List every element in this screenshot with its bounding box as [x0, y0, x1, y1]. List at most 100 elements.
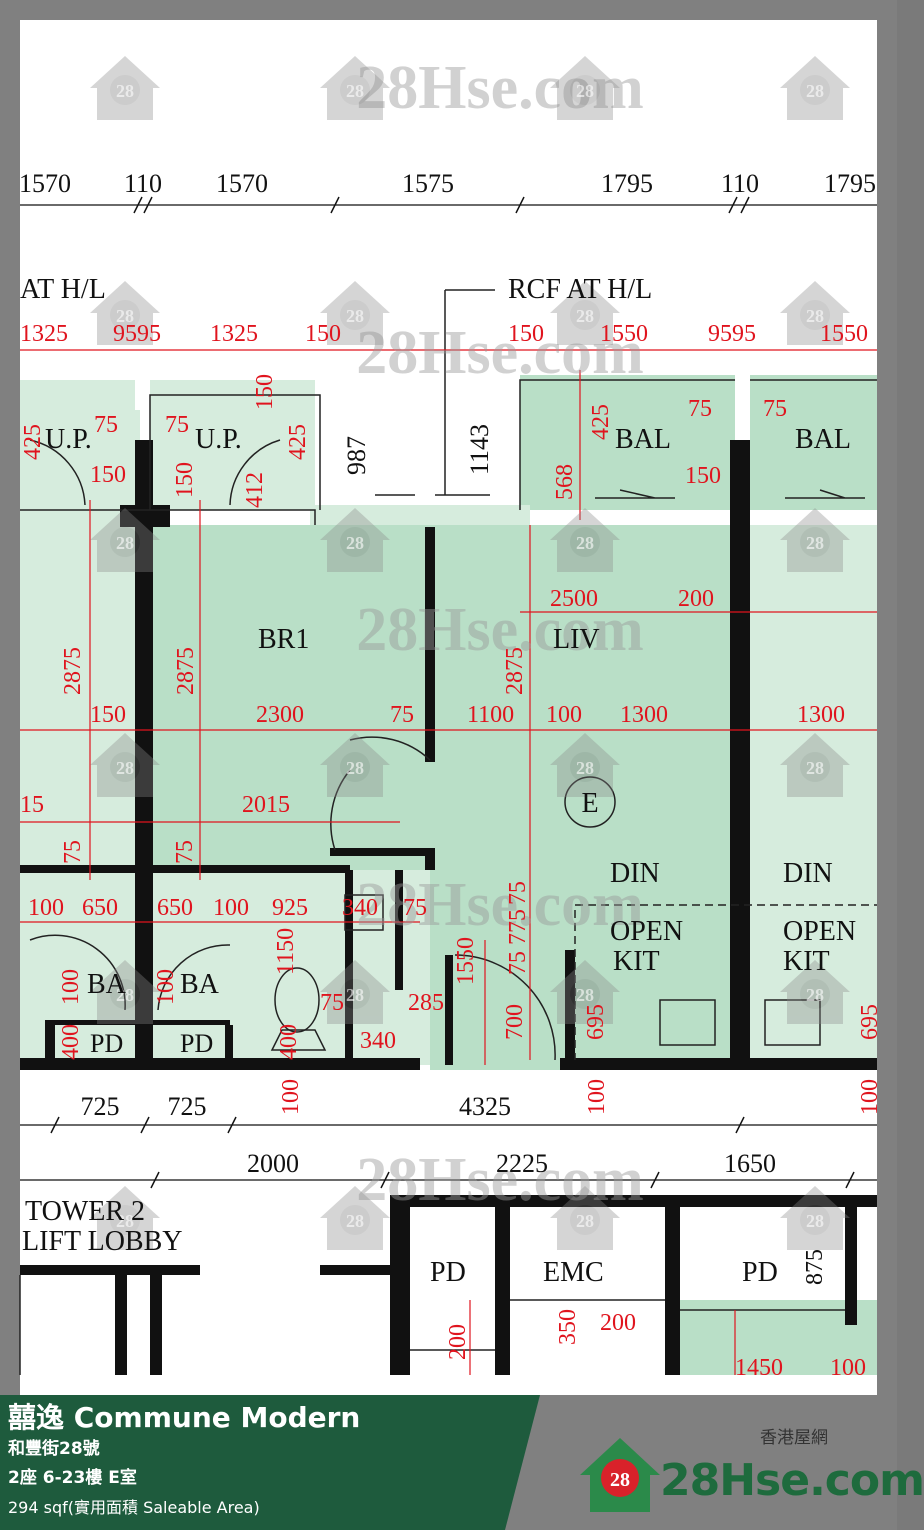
- red-dimension: 100: [58, 969, 84, 1005]
- up1-fill: [20, 380, 135, 510]
- red-dimension: 15: [20, 792, 44, 818]
- outlines: [19, 289, 877, 1375]
- red-dimension: 1450: [735, 1355, 783, 1381]
- watermark-circle: [340, 527, 370, 557]
- watermark-number: 28: [576, 985, 594, 1005]
- footer-green-panel: [0, 1395, 540, 1530]
- watermark-house-shape: [320, 508, 390, 572]
- watermark-number: 28: [806, 81, 824, 101]
- red-dimension: 100: [830, 1355, 866, 1381]
- label-ba1: BA: [87, 969, 127, 1000]
- watermark-house-icon: [780, 508, 850, 572]
- watermark-house-shape: [550, 56, 620, 120]
- dim-tick: [140, 1116, 150, 1134]
- watermark-circle: [110, 300, 140, 330]
- dim-2225: 2225: [496, 1149, 548, 1178]
- red-dimension: 75: [763, 396, 787, 422]
- red-dimension: 350: [555, 1309, 581, 1345]
- watermark-house-icon: [90, 1186, 160, 1250]
- watermark-house-icon: [320, 1186, 390, 1250]
- red-dimension: 100: [153, 969, 179, 1005]
- watermark-circle: [800, 527, 830, 557]
- red-dimension: 2875: [60, 647, 86, 695]
- watermark-circle: [340, 75, 370, 105]
- red-dimension: 75: [403, 895, 427, 921]
- watermark-house-shape: [90, 508, 160, 572]
- watermark-number: 28: [346, 758, 364, 778]
- red-dimension: 700: [502, 1004, 528, 1040]
- label-open1: OPEN: [610, 916, 683, 947]
- wall-7: [560, 1058, 877, 1070]
- wall-15: [20, 1265, 200, 1275]
- red-dimension: 775: [505, 909, 531, 945]
- label-bal1: BAL: [615, 424, 671, 455]
- watermark-house-icon: [780, 960, 850, 1024]
- toilet-tank: [270, 1029, 327, 1051]
- watermark-circle: [800, 979, 830, 1009]
- wall-16: [320, 1265, 390, 1275]
- liv-fill: [430, 525, 735, 1070]
- dim-tick: [650, 1171, 660, 1189]
- watermark-house-shape: [780, 56, 850, 120]
- watermark-house-icon: [90, 733, 160, 797]
- red-dimension: 1100: [467, 702, 514, 728]
- watermark-house-shape: [550, 508, 620, 572]
- red-dimension: 2875: [502, 647, 528, 695]
- house-logo-icon[interactable]: 28: [575, 1420, 875, 1520]
- label-pd2: PD: [180, 1029, 213, 1058]
- top-dimension: 110: [124, 169, 162, 198]
- red-dimension: 695: [857, 1004, 883, 1040]
- watermark-house-icon: [550, 960, 620, 1024]
- red-dimension: 75: [390, 702, 414, 728]
- top-dim-line: [20, 204, 877, 1181]
- label-din1: DIN: [610, 858, 660, 889]
- watermark-number: 28: [116, 758, 134, 778]
- dim-1143: 1143: [465, 424, 494, 475]
- dim-4325: 4325: [459, 1092, 511, 1121]
- red-dimension: 75: [688, 396, 712, 422]
- watermark-house-shape: [320, 281, 390, 345]
- watermark-number: 28: [806, 306, 824, 326]
- top-dimension: 1795: [601, 169, 653, 198]
- top-dimension: 1795: [824, 169, 876, 198]
- watermark-number: 28: [576, 1211, 594, 1231]
- wall-6: [20, 1058, 420, 1070]
- br1-fill: [150, 525, 430, 870]
- brand-logo-text[interactable]: 28Hse.com: [660, 1455, 924, 1506]
- dim-725-a: 725: [81, 1092, 120, 1121]
- label-open2: OPEN: [783, 916, 856, 947]
- red-dimension: 650: [82, 895, 118, 921]
- door-swing-4: [229, 439, 281, 506]
- red-dimension: 100: [857, 1079, 883, 1115]
- red-dimension: 75: [60, 840, 86, 864]
- label-bal2: BAL: [795, 424, 851, 455]
- red-dimension: 400: [276, 1024, 302, 1060]
- watermark-circle: [800, 300, 830, 330]
- label-up2: U.P.: [195, 424, 242, 455]
- red-dimension: 568: [552, 464, 578, 500]
- wall-21: [845, 1205, 857, 1325]
- watermark-circle: [110, 979, 140, 1009]
- red-dimension: 150: [252, 374, 278, 410]
- dim-tick: [50, 1116, 60, 1134]
- red-dimension: 400: [58, 1024, 84, 1060]
- red-dimension: 150: [305, 321, 341, 347]
- red-dimension: 2875: [173, 647, 199, 695]
- wall-26: [45, 1025, 55, 1065]
- watermark-house-shape: [90, 56, 160, 120]
- dim-tick: [227, 1116, 237, 1134]
- door-swing-3: [454, 954, 556, 1061]
- watermark-number: 28: [806, 533, 824, 553]
- watermark-text: 28Hse.com: [356, 319, 644, 387]
- watermark-house-icon: [320, 960, 390, 1024]
- red-dimension: 150: [90, 702, 126, 728]
- ba1-fill: [20, 870, 135, 1020]
- watermark-circle: [110, 752, 140, 782]
- watermark-circle: [800, 752, 830, 782]
- red-dimension: 150: [172, 462, 198, 498]
- label-pd3: PD: [430, 1257, 466, 1288]
- dim-tick: [515, 196, 525, 214]
- watermark-house-shape: [780, 960, 850, 1024]
- watermark-house-shape: [320, 733, 390, 797]
